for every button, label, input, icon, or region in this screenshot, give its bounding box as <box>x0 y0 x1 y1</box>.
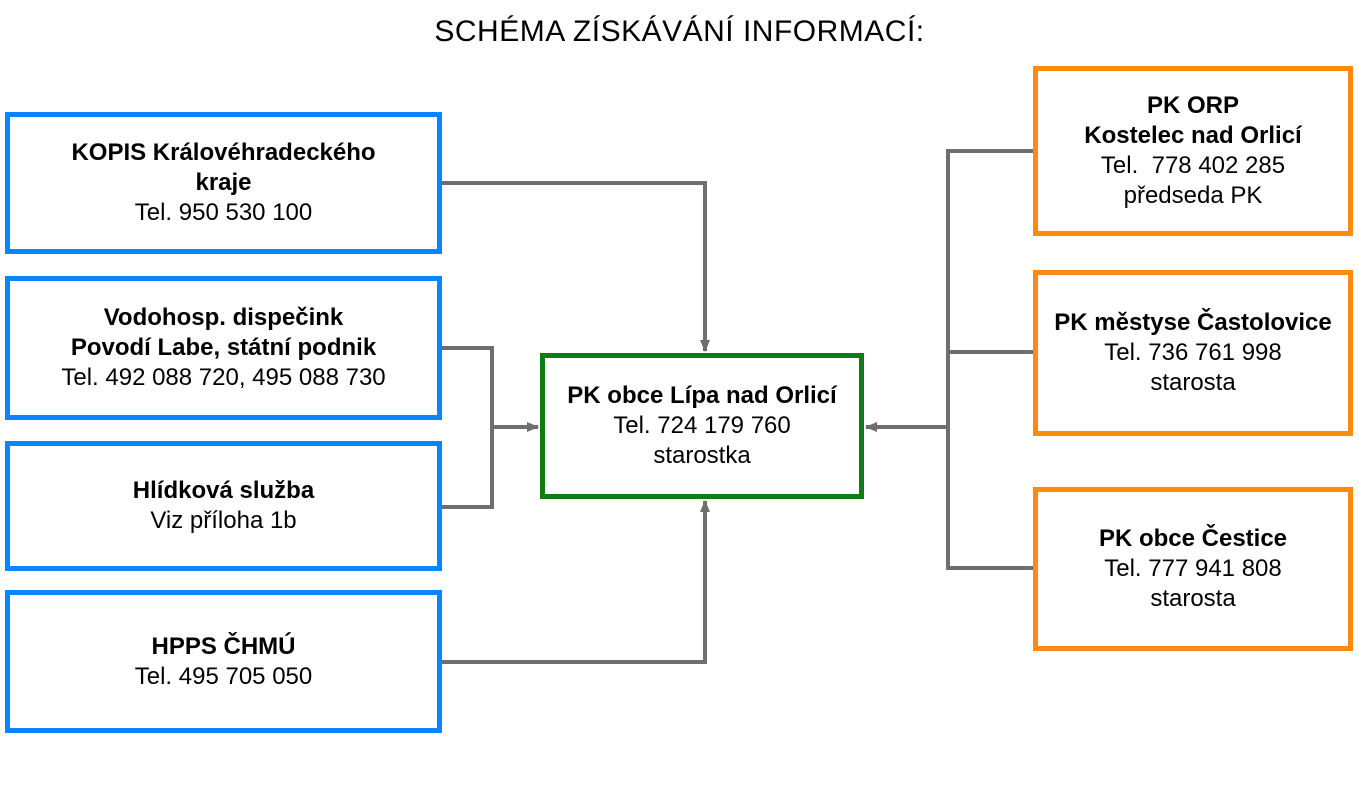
vodohosp-phone: Tel. 492 088 720, 495 088 730 <box>61 364 386 391</box>
kopis-name-line2: kraje <box>195 169 252 196</box>
source-box-kopis: KOPIS Královéhradeckého kraje Tel. 950 5… <box>5 112 442 254</box>
source-box-vodohosp: Vodohosp. dispečink Povodí Labe, státní … <box>5 276 442 420</box>
neighbor-box-orp: PK ORP Kostelec nad Orlicí Tel. 778 402 … <box>1033 66 1353 236</box>
center-phone: Tel. 724 179 760 <box>613 412 791 439</box>
cestice-name: PK obce Čestice <box>1098 525 1288 552</box>
neighbor-box-cestice: PK obce Čestice Tel. 777 941 808 starost… <box>1033 487 1353 651</box>
castolovice-name: PK městyse Častolovice <box>1054 309 1332 336</box>
connector-right-bus <box>946 149 1033 570</box>
hpps-name: HPPS ČHMÚ <box>151 632 296 660</box>
orp-phone: Tel. 778 402 285 <box>1100 152 1286 179</box>
center-box: PK obce Lípa nad Orlicí Tel. 724 179 760… <box>540 353 864 499</box>
cestice-role: starosta <box>1150 585 1236 612</box>
hlidkova-name: Hlídková služba <box>132 477 315 504</box>
center-role: starostka <box>653 442 751 469</box>
orp-name-line1: PK ORP <box>1146 92 1239 119</box>
connector-hpps <box>442 500 710 664</box>
connector-vodohosp <box>442 346 494 509</box>
vodohosp-name-line1: Vodohosp. dispečink <box>103 304 344 331</box>
center-name: PK obce Lípa nad Orlicí <box>567 382 837 409</box>
diagram-title: SCHÉMA ZÍSKÁVÁNÍ INFORMACÍ: <box>434 15 925 48</box>
hpps-phone: Tel. 495 705 050 <box>134 662 313 690</box>
neighbor-box-castolovice: PK městyse Častolovice Tel. 736 761 998 … <box>1033 270 1353 436</box>
source-box-hpps: HPPS ČHMÚ Tel. 495 705 050 <box>5 590 442 733</box>
hlidkova-note: Viz příloha 1b <box>150 507 297 534</box>
orp-role: předseda PK <box>1123 182 1263 209</box>
castolovice-role: starosta <box>1150 369 1236 396</box>
kopis-name-line1: KOPIS Královéhradeckého <box>71 139 376 166</box>
kopis-phone: Tel. 950 530 100 <box>134 199 313 226</box>
cestice-phone: Tel. 777 941 808 <box>1104 555 1282 582</box>
orp-name-line2: Kostelec nad Orlicí <box>1084 122 1302 149</box>
source-box-hlidkova: Hlídková služba Viz příloha 1b <box>5 441 442 571</box>
vodohosp-name-line2: Povodí Labe, státní podnik <box>70 334 377 361</box>
connector-kopis <box>442 181 710 352</box>
castolovice-phone: Tel. 736 761 998 <box>1104 339 1282 366</box>
